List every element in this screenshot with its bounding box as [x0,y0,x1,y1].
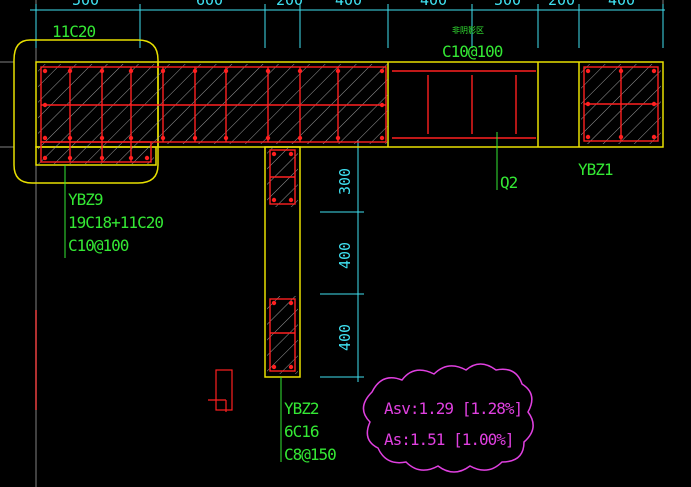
ybz9-long-rebar-label: 19C18+11C20 [68,213,163,232]
ybz1-label: YBZ1 [578,160,613,179]
ybz9-name-label: YBZ9 [68,190,103,209]
rebar-bar [67,155,73,161]
rebar-bar [288,197,294,203]
rebar-bar [288,300,294,306]
rebar-bar [651,68,657,74]
top-mid-small-label: 非阴影区 [452,25,484,35]
rebar-bar [265,135,271,141]
rebar-bar [271,151,277,157]
rebar-bar [651,134,657,140]
ybz9-selection-outline[interactable] [13,39,159,184]
rebar-bar [379,135,385,141]
rebar-bar [651,101,657,107]
rebar-bar [99,68,105,74]
side-dimension-label: 300 [336,168,354,195]
rebar-bar [42,102,48,108]
rebar-bar [67,135,73,141]
top-dimension-label: 400 [608,0,635,9]
ybz2-stirrup-label: C8@150 [284,445,336,464]
rebar-bar [379,102,385,108]
rebar-bar [223,135,229,141]
top-left-rebar-label: 11C20 [52,22,96,41]
ybz2-long-rebar-label: 6C16 [284,422,319,441]
rebar-bar [271,364,277,370]
rebar-bar [160,68,166,74]
top-dimension-labels: 500 600 200 400 400 500 200 400 [72,0,635,9]
rebar-bar [223,68,229,74]
top-dimension-label: 500 [72,0,99,9]
rebar-bar [128,155,134,161]
ybz2-name-label: YBZ2 [284,399,319,418]
top-dimension-label: 600 [196,0,223,9]
rebar-bar [379,68,385,74]
top-dimension-label: 200 [548,0,575,9]
rebar-bar [192,68,198,74]
rebar-bars [42,68,657,370]
rebar-bar [144,155,150,161]
rebar-bar [335,135,341,141]
wall-q2-label: Q2 [500,173,518,192]
asv-ratio-label: Asv:1.29 [1.28%] [384,399,522,418]
section-symbol [208,369,233,412]
top-mid-stirrup-label: C10@100 [442,42,503,61]
rebar-bar [265,68,271,74]
as-ratio-label: As:1.51 [1.00%] [384,430,514,449]
rebar-layout [40,66,659,372]
top-dimension-label: 500 [494,0,521,9]
rebar-bar [618,134,624,140]
rebar-bar [192,135,198,141]
rebar-bar [99,155,105,161]
rebar-bar [297,135,303,141]
top-dimension-label: 400 [420,0,447,9]
rebar-bar [335,68,341,74]
ratio-revision-cloud [362,363,534,473]
rebar-bar [297,68,303,74]
rebar-bar [585,134,591,140]
rebar-bar [99,135,105,141]
leader-lines [64,132,498,462]
top-dimension-line [30,4,665,48]
rebar-bar [271,197,277,203]
rebar-bar [160,135,166,141]
rebar-bar [42,155,48,161]
side-dimension-labels: 300 400 400 [336,168,354,351]
rebar-bar [585,101,591,107]
rebar-bar [271,300,277,306]
top-dimension-label: 200 [276,0,303,9]
ybz9-stirrup-label: C10@100 [68,236,129,255]
side-dimension-label: 400 [336,324,354,351]
rebar-bar [42,135,48,141]
rebar-bar [42,68,48,74]
rebar-bar [67,68,73,74]
rebar-bar [128,135,134,141]
rebar-bar [585,68,591,74]
top-dimension-label: 400 [335,0,362,9]
rebar-bar [288,151,294,157]
rebar-bar [128,68,134,74]
rebar-bar [288,364,294,370]
rebar-bar [618,68,624,74]
side-dimension-label: 400 [336,242,354,269]
